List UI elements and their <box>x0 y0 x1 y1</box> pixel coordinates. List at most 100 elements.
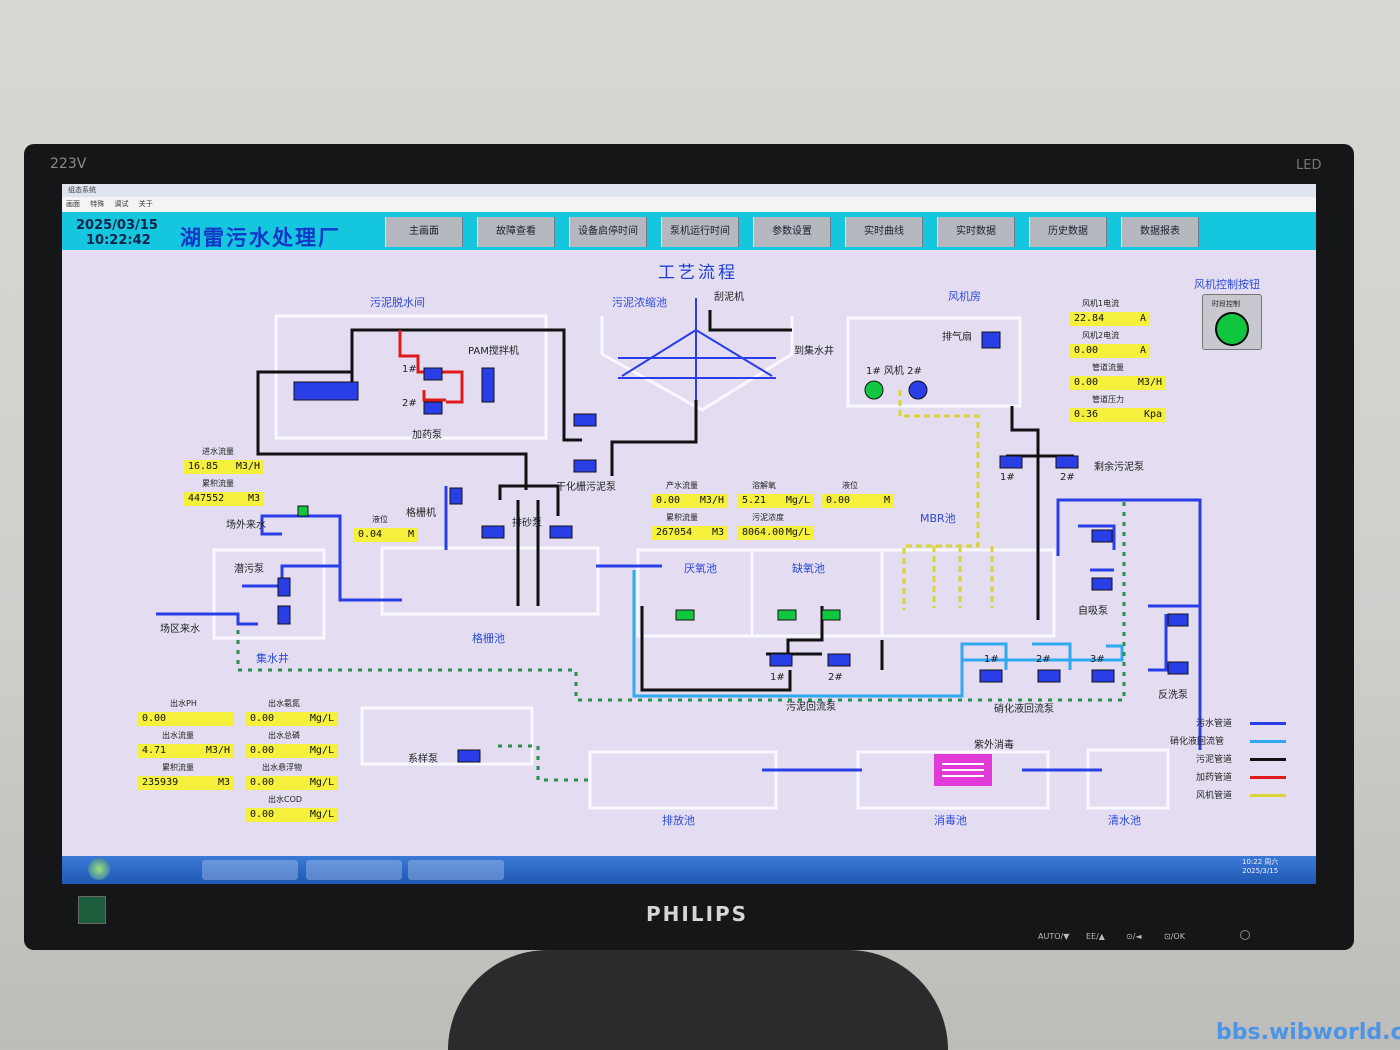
fan1-current-label: 风机1电流 <box>1082 299 1120 308</box>
menu-item[interactable]: 关于 <box>138 200 153 208</box>
nav-pump-runtime[interactable]: 泵机运行时间 <box>661 217 739 247</box>
energy-star-icon <box>78 896 106 924</box>
lift-tank-outline <box>360 706 534 766</box>
menu-item[interactable]: 特殊 <box>90 200 105 208</box>
nav-fault[interactable]: 故障查看 <box>477 217 555 247</box>
taskbar <box>62 856 1316 884</box>
area-anaerobic: 厌氧池 <box>684 562 717 575</box>
grit-tank-outline <box>380 546 600 616</box>
do-label: 溶解氧 <box>752 481 776 490</box>
nav-realtime-data[interactable]: 实时数据 <box>937 217 1015 247</box>
osd-ee-button[interactable]: EE/▲ <box>1086 932 1105 941</box>
legend-label: 加药管道 <box>1196 773 1233 783</box>
discharge-tank-outline <box>588 750 778 810</box>
out-ss-label: 出水悬浮物 <box>262 763 302 772</box>
site-inflow-label: 场外来水 <box>226 520 266 531</box>
sludge-pump-1-label: 1# <box>770 672 785 683</box>
time-text: 10:22:42 <box>86 233 151 248</box>
mlss-label: 污泥浓度 <box>752 513 784 522</box>
screen: 组态系统 画面 特殊 调试 关于 2025/03/15 10:22:42 湖雷污… <box>62 184 1316 884</box>
grit-level-label: 液位 <box>372 515 388 524</box>
fan-status-lamp-icon[interactable] <box>1215 312 1249 346</box>
out-nh3-label: 出水氨氮 <box>268 699 300 708</box>
area-disinfect: 消毒池 <box>934 814 967 827</box>
mixer-icons <box>297 505 841 621</box>
taskbar-app-button[interactable] <box>408 860 504 880</box>
taskbar-app-button[interactable] <box>306 860 402 880</box>
inflow-label: 进水流量 <box>202 447 234 456</box>
pipe-pressure-label: 管道压力 <box>1092 395 1124 404</box>
area-clear: 清水池 <box>1108 814 1141 827</box>
dosing-pump-1-label: 1# <box>402 364 417 375</box>
in-total-label: 累积流量 <box>202 479 234 488</box>
nav-params[interactable]: 参数设置 <box>753 217 831 247</box>
osd-input-button[interactable]: ⊙/◄ <box>1126 932 1142 941</box>
lift-pump-label: 系样泵 <box>408 754 438 765</box>
nav-history[interactable]: 历史数据 <box>1029 217 1107 247</box>
surplus-pump-label: 剩余污泥泵 <box>1094 462 1144 473</box>
surplus-pump-1-label: 1# <box>1000 472 1015 483</box>
date-text: 2025/03/15 <box>76 218 158 233</box>
dry-pump-label: 干化栅污泥泵 <box>556 482 616 493</box>
area-mbr: MBR池 <box>920 512 956 525</box>
sump-label: 到集水井 <box>794 346 834 357</box>
surplus-pump-2-label: 2# <box>1060 472 1075 483</box>
backwash-label: 反洗泵 <box>1158 690 1188 701</box>
nav-realtime-curve[interactable]: 实时曲线 <box>845 217 923 247</box>
fan-2-icon[interactable] <box>908 380 928 400</box>
pam-label: PAM搅拌机 <box>468 346 519 357</box>
start-button-icon[interactable] <box>88 858 110 880</box>
watermark: bbs.wibworld.com <box>1216 1020 1400 1045</box>
mbr-level-label: 液位 <box>842 481 858 490</box>
nav-device-times[interactable]: 设备启停时间 <box>569 217 647 247</box>
area-collect: 集水井 <box>256 652 289 665</box>
legend-swatch <box>1250 776 1286 779</box>
area-sludge-room: 污泥脱水间 <box>370 296 425 309</box>
scraper-label: 刮泥机 <box>714 292 744 303</box>
brand-logo: PHILIPS <box>646 902 749 926</box>
process-diagram: 工艺流程 污泥脱水间 污泥浓缩池 风机房 风机控制按钮 MBR池 厌氧池 缺氧池… <box>62 250 1316 858</box>
menu-bar: 画面 特殊 调试 关于 <box>62 197 1316 211</box>
sludge-return-label: 污泥回流泵 <box>786 702 836 713</box>
menu-item[interactable]: 画面 <box>66 200 80 208</box>
menu-item[interactable]: 调试 <box>114 200 129 208</box>
model-label: 223V <box>50 156 87 172</box>
sand-pump-label: 排砂泵 <box>512 518 542 529</box>
process-title: 工艺流程 <box>658 263 738 283</box>
prod-total-label: 累积流量 <box>666 513 698 522</box>
legend-label: 风机管道 <box>1196 791 1233 801</box>
nitrify-return-pipes <box>632 570 1124 698</box>
prod-flow-label: 产水流量 <box>666 481 698 490</box>
nitrify-return-label: 硝化液回流泵 <box>994 704 1054 715</box>
area-grit: 格栅池 <box>472 632 505 645</box>
fan-1-icon[interactable] <box>864 380 884 400</box>
scraper-arms <box>618 298 776 400</box>
nav-report[interactable]: 数据报表 <box>1121 217 1199 247</box>
osd-ok-button[interactable]: ⊡/OK <box>1164 932 1185 941</box>
taskbar-app-button[interactable] <box>202 860 298 880</box>
legend-swatch <box>1250 794 1286 797</box>
nav-main[interactable]: 主画面 <box>385 217 463 247</box>
grit-machine-label: 格栅机 <box>406 508 436 519</box>
dosing-pump-2-label: 2# <box>402 398 417 409</box>
out-total-label: 累积流量 <box>162 763 194 772</box>
bio-tank-outline <box>636 548 1056 638</box>
legend-label: 污泥管道 <box>1196 755 1233 765</box>
tray-clock[interactable]: 10:22 周六 2025/3/15 <box>1242 858 1278 876</box>
plant-title: 湖雷污水处理厂 <box>180 225 341 250</box>
collect-well-outline <box>212 548 326 640</box>
pump-icons <box>277 331 1189 763</box>
power-icon[interactable] <box>1240 930 1250 940</box>
datetime: 2025/03/15 10:22:42 <box>76 218 158 248</box>
osd-auto-button[interactable]: AUTO/▼ <box>1038 932 1070 941</box>
sewage-pump-label: 潜污泵 <box>234 564 264 575</box>
